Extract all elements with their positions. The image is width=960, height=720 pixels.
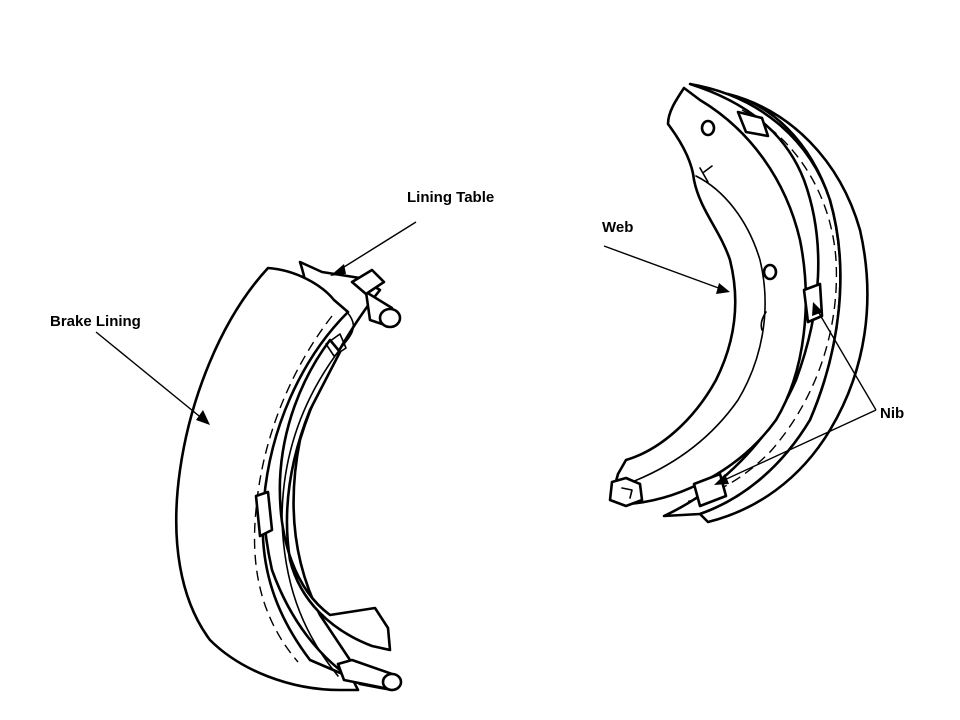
leader-nib-upper <box>815 307 877 411</box>
left-shoe-web <box>278 338 392 652</box>
lining-table-label: Lining Table <box>407 189 495 206</box>
leader-brake-lining <box>95 331 205 421</box>
leader-lines <box>95 221 877 485</box>
anchor-pin <box>350 268 402 329</box>
web-hole-middle <box>762 263 778 281</box>
left-brake-shoe <box>175 260 403 692</box>
leader-web <box>603 245 725 291</box>
nib-label: Nib <box>880 405 905 422</box>
web-label: Web <box>602 219 634 236</box>
leader-lining-table <box>335 221 417 273</box>
web-hole-upper <box>700 119 716 137</box>
leader-nib-lower <box>719 409 877 483</box>
web <box>610 86 808 506</box>
right-brake-shoe <box>608 82 869 524</box>
brake-lining-label: Brake Lining <box>50 313 141 330</box>
brake-lining <box>175 266 360 692</box>
